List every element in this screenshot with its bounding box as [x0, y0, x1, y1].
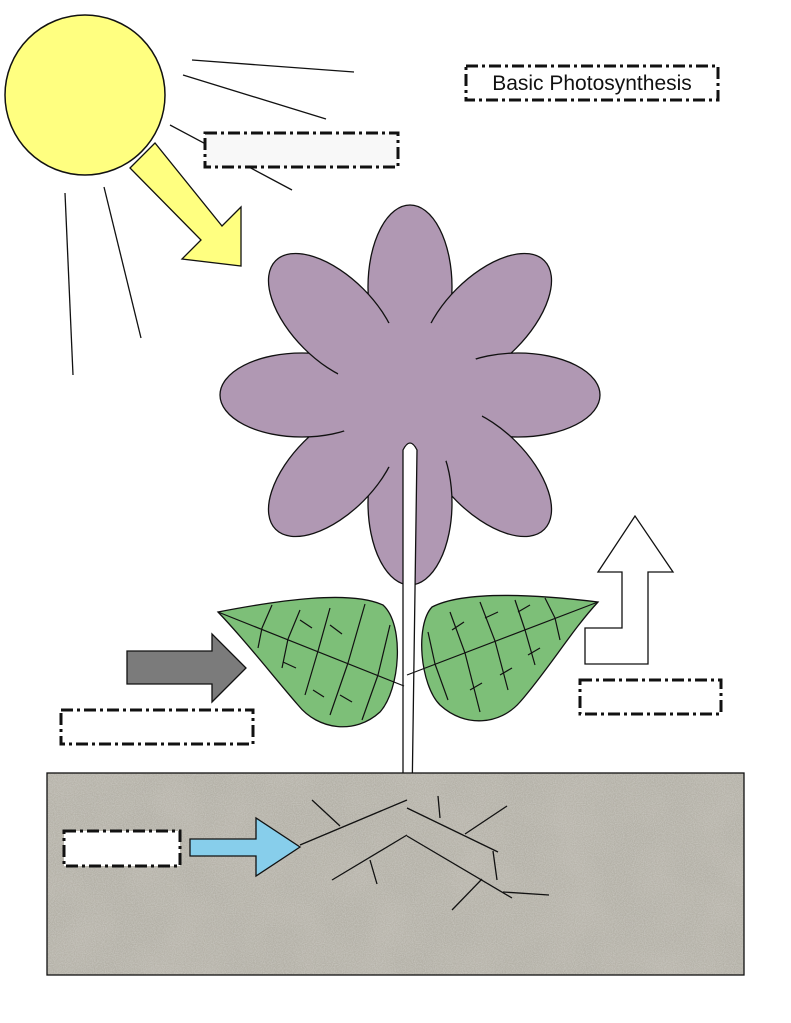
carbon-dioxide-label-box[interactable]: [59, 708, 255, 746]
page-title: Basic Photosynthesis: [492, 72, 692, 95]
water-label-box[interactable]: [62, 829, 182, 868]
sun-icon: [4, 14, 166, 176]
root-icon: [299, 795, 550, 911]
carbon-dioxide-arrow: [126, 632, 247, 704]
soil: [46, 772, 745, 976]
title-box: Basic Photosynthesis: [464, 64, 720, 102]
left-leaf-icon: [216, 596, 405, 728]
oxygen-label-box[interactable]: [578, 678, 723, 716]
oxygen-arrow: [584, 514, 675, 665]
right-leaf-icon: [406, 594, 600, 722]
water-arrow: [189, 816, 302, 878]
stem: [402, 442, 418, 871]
sunlight-label-box[interactable]: [203, 131, 400, 169]
sunlight-arrow: [129, 142, 242, 267]
